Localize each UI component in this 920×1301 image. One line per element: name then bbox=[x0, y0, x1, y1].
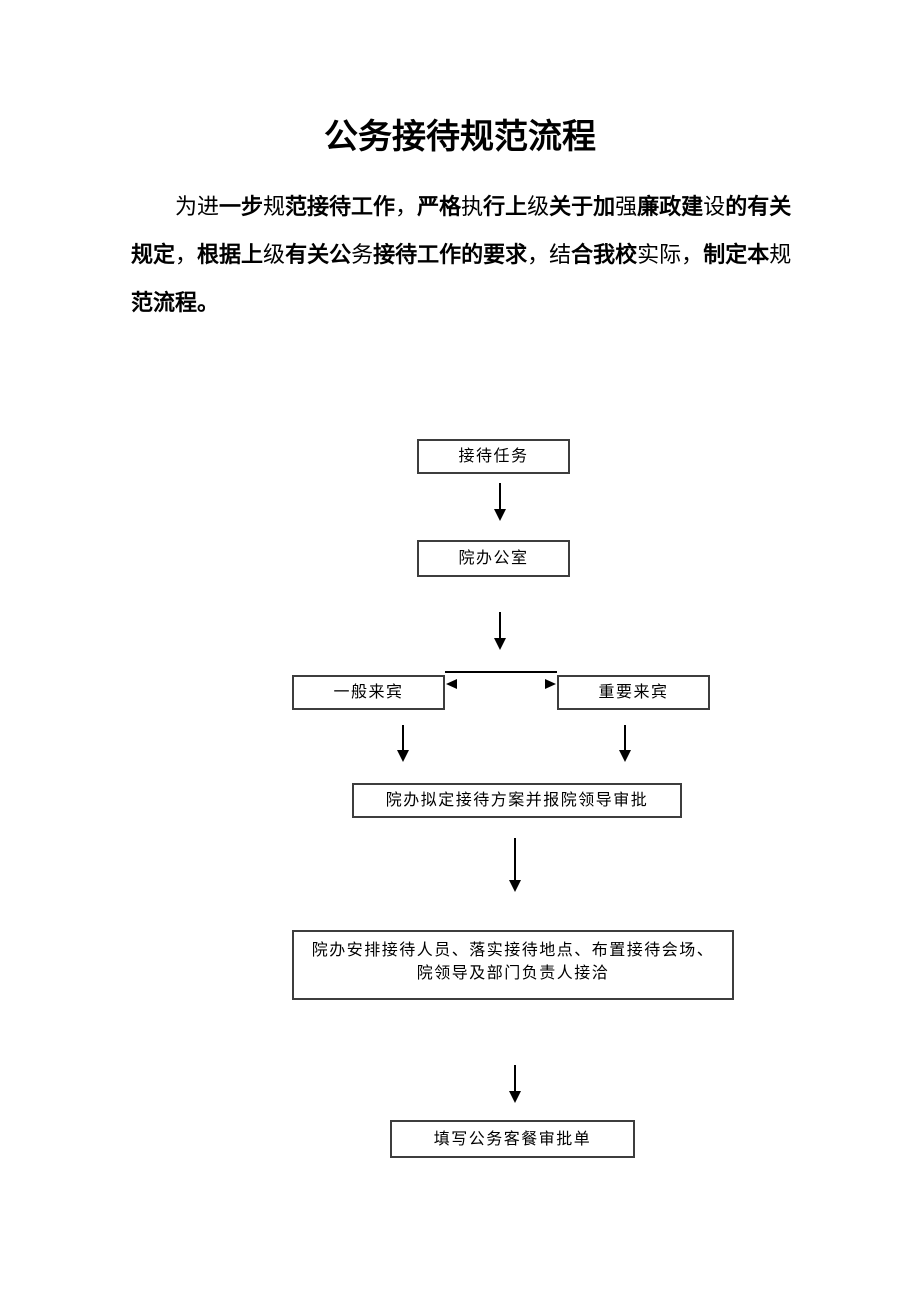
intro-paragraph: 为进一步规范接待工作，严格执行上级关于加强廉政建设的有关 规定，根据上级有关公务… bbox=[131, 183, 793, 327]
arrow-down-icon bbox=[397, 725, 409, 762]
page-title: 公务接待规范流程 bbox=[324, 118, 596, 156]
intro-line-2: 规定，根据上级有关公务接待工作的要求，结合我校实际，制定本规 bbox=[131, 242, 792, 267]
arrowhead-down-icon bbox=[494, 509, 506, 521]
arrow-down-icon bbox=[509, 1065, 521, 1103]
arrowhead-down-icon bbox=[494, 638, 506, 650]
arrow-shaft bbox=[514, 838, 516, 880]
arrow-down-icon bbox=[619, 725, 631, 762]
flow-node-draft-plan-approval: 院办拟定接待方案并报院领导审批 bbox=[352, 783, 682, 818]
arrowhead-down-icon bbox=[509, 1091, 521, 1103]
arrowhead-down-icon bbox=[509, 880, 521, 892]
flow-node-arrange-line-1: 院办安排接待人员、落实接待地点、布置接待会场、 bbox=[311, 942, 715, 959]
arrowhead-left-icon bbox=[446, 679, 457, 689]
intro-line-3: 范流程。 bbox=[131, 290, 220, 315]
arrow-shaft bbox=[499, 483, 501, 509]
arrow-down-icon bbox=[494, 612, 506, 650]
flow-node-reception-task: 接待任务 bbox=[417, 439, 570, 474]
flow-node-general-guests: 一般来宾 bbox=[292, 675, 445, 710]
arrowhead-right-icon bbox=[545, 679, 556, 689]
flow-node-important-guests: 重要来宾 bbox=[557, 675, 710, 710]
arrow-shaft bbox=[499, 612, 501, 638]
flow-node-arrange-line-2: 院领导及部门负责人接洽 bbox=[416, 965, 610, 982]
arrow-down-icon bbox=[509, 838, 521, 892]
arrow-shaft bbox=[624, 725, 626, 750]
branch-connector-line bbox=[445, 671, 557, 673]
arrow-shaft bbox=[402, 725, 404, 750]
arrowhead-down-icon bbox=[619, 750, 631, 762]
arrowhead-down-icon bbox=[397, 750, 409, 762]
flow-node-college-office: 院办公室 bbox=[417, 540, 570, 577]
intro-line-1: 为进一步规范接待工作，严格执行上级关于加强廉政建设的有关 bbox=[175, 194, 792, 219]
arrow-down-icon bbox=[494, 483, 506, 521]
flow-node-fill-approval-form: 填写公务客餐审批单 bbox=[390, 1120, 635, 1158]
arrow-shaft bbox=[514, 1065, 516, 1091]
flow-node-arrange-reception: 院办安排接待人员、落实接待地点、布置接待会场、 院领导及部门负责人接洽 bbox=[292, 930, 734, 1000]
